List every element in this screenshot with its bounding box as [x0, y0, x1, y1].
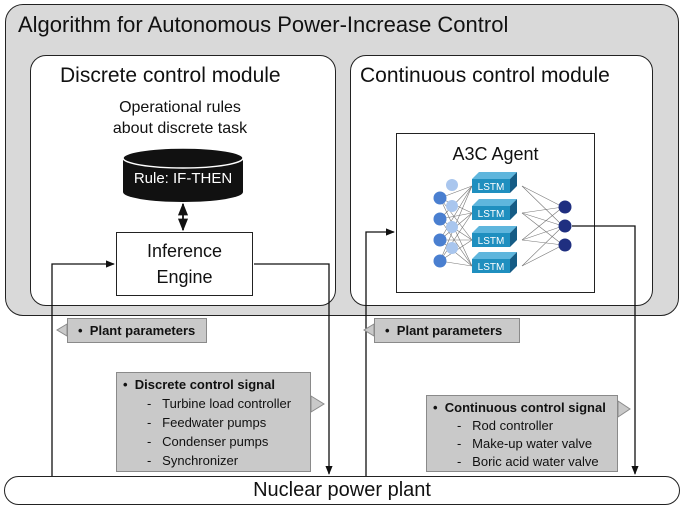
plant-parameters-callout-right: • Plant parameters — [374, 318, 520, 343]
continuous-signal-pointer — [617, 400, 631, 418]
continuous-module-title: Continuous control module — [360, 64, 610, 87]
param-left-pointer — [56, 323, 68, 337]
discrete-signal-item: - Turbine load controller — [147, 396, 292, 411]
continuous-signal-item-text: Rod controller — [472, 418, 554, 433]
rules-caption-line1: Operational rules — [119, 99, 241, 116]
discrete-signal-item: - Synchronizer — [147, 453, 239, 468]
rule-database-icon — [122, 147, 244, 202]
algorithm-title: Algorithm for Autonomous Power-Increase … — [18, 12, 509, 37]
database-label: Rule: IF-THEN — [134, 170, 232, 187]
agent-to-plant-arrow — [572, 225, 639, 475]
discrete-signal-item-text: Turbine load controller — [162, 396, 292, 411]
nuclear-power-plant-bar: Nuclear power plant — [4, 476, 680, 505]
lstm-label-4: LSTM — [478, 262, 505, 273]
bullet-icon: • — [385, 323, 397, 338]
continuous-control-signal-callout: • Continuous control signal - Rod contro… — [426, 395, 618, 472]
lstm-label-2: LSTM — [478, 209, 505, 220]
plant-parameters-callout-left: • Plant parameters — [67, 318, 207, 343]
continuous-signal-heading: • Continuous control signal — [433, 400, 606, 415]
engine-line1: Inference — [146, 241, 223, 261]
plant-parameters-left-text: • Plant parameters — [78, 323, 195, 338]
discrete-signal-item-text: Feedwater pumps — [162, 415, 267, 430]
lstm-block-3 — [472, 226, 517, 247]
plant-to-engine-arrow — [51, 260, 115, 476]
lstm-label-1: LSTM — [478, 182, 505, 193]
lstm-block-2 — [472, 199, 517, 220]
continuous-signal-item-text: Make-up water valve — [472, 436, 593, 451]
bullet-icon: • — [123, 377, 135, 392]
discrete-control-signal-callout: • Discrete control signal - Turbine load… — [116, 372, 311, 472]
inference-engine-box: Inference Engine — [116, 232, 253, 296]
discrete-signal-pointer — [310, 395, 325, 413]
operational-rules-caption: Operational rules about discrete task — [90, 97, 270, 139]
neural-network-icon — [433, 179, 572, 268]
continuous-signal-item: - Boric acid water valve — [457, 454, 599, 469]
plant-parameters-right-text: • Plant parameters — [385, 323, 502, 338]
continuous-signal-item: - Make-up water valve — [457, 436, 593, 451]
discrete-signal-heading: • Discrete control signal — [123, 377, 275, 392]
plant-parameters-left-label: Plant parameters — [89, 323, 196, 338]
a3c-agent-title: A3C Agent — [452, 144, 539, 164]
discrete-module-title: Discrete control module — [60, 64, 281, 87]
engine-to-plant-arrow — [254, 263, 333, 475]
discrete-signal-item-text: Synchronizer — [162, 453, 239, 468]
discrete-signal-item-text: Condenser pumps — [162, 434, 269, 449]
discrete-signal-item: - Feedwater pumps — [147, 415, 267, 430]
lstm-block-4 — [472, 252, 517, 273]
continuous-signal-item-text: Boric acid water valve — [472, 454, 599, 469]
rules-caption-line2: about discrete task — [112, 120, 248, 137]
discrete-signal-heading-text: Discrete control signal — [134, 377, 275, 392]
continuous-signal-item: - Rod controller — [457, 418, 554, 433]
engine-line2: Engine — [156, 267, 213, 287]
plant-parameters-right-label: Plant parameters — [396, 323, 503, 338]
bullet-icon: • — [78, 323, 90, 338]
plant-to-agent-arrow — [365, 228, 395, 476]
plant-label: Nuclear power plant — [253, 479, 431, 501]
lstm-label-3: LSTM — [478, 236, 505, 247]
lstm-block-1 — [472, 172, 517, 193]
bullet-icon: • — [433, 400, 445, 415]
discrete-signal-item: - Condenser pumps — [147, 434, 269, 449]
continuous-signal-heading-text: Continuous control signal — [444, 400, 606, 415]
